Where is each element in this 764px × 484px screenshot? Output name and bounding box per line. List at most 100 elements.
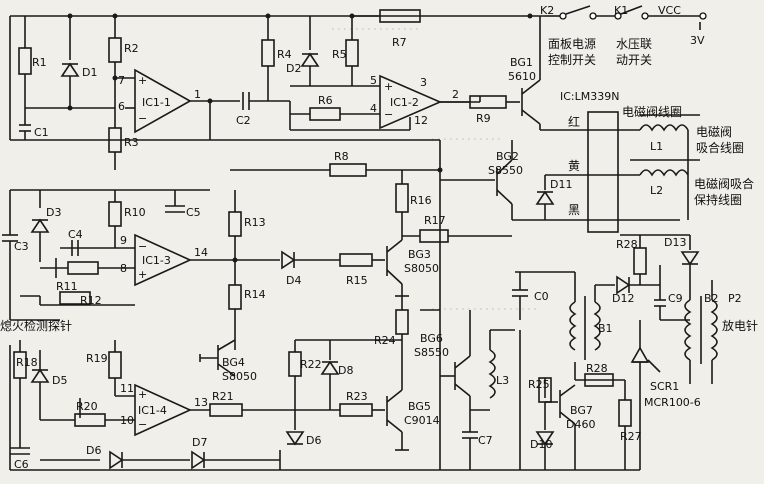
label-bg4-model: S8050: [222, 370, 257, 383]
label-bg5: BG5: [408, 400, 431, 413]
label-d6-right: D6: [306, 434, 321, 447]
ic1-2-plus: +: [384, 80, 393, 93]
label-r2: R2: [124, 42, 139, 55]
label-probe: 熄火检测探针: [0, 318, 72, 333]
label-bg3: BG3: [408, 248, 431, 261]
label-r19: R19: [86, 352, 108, 365]
label-r14: R14: [244, 288, 266, 301]
label-r21: R21: [212, 390, 234, 403]
label-k1: K1: [614, 4, 628, 17]
label-r12: R12: [80, 294, 102, 307]
label-r18: R18: [16, 356, 38, 369]
bottom-rail: [10, 450, 640, 471]
bg2-stage: [230, 140, 600, 470]
label-c5: C5: [186, 206, 201, 219]
label-c9: C9: [668, 292, 683, 305]
pin-13: 13: [194, 396, 208, 409]
label-yellow: 黄: [568, 159, 580, 173]
label-ic1-1: IC1-1: [142, 96, 171, 109]
ic1-4-plus: +: [138, 388, 147, 401]
label-panel-switch-2: 控制开关: [548, 53, 596, 67]
pin-9: 9: [120, 234, 127, 247]
label-r15: R15: [346, 274, 368, 287]
label-ic1-3: IC1-3: [142, 254, 171, 267]
label-c6: C6: [14, 458, 29, 471]
svg-text:．．．．．．．．．．．．．．．．．．: ．．．．．．．．．．．．．．．．．．: [430, 299, 544, 313]
label-b1: B1: [598, 322, 613, 335]
label-solenoid-coil: 电磁阀线圈: [622, 104, 682, 119]
ic1-3-plus: +: [138, 268, 147, 281]
svg-text:．．．．．．．．．．．．: ．．．．．．．．．．．．: [430, 129, 508, 143]
pin-3: 3: [420, 76, 427, 89]
bg5-stage: [285, 296, 409, 451]
label-water-switch-1: 水压联: [616, 37, 652, 51]
label-c0: C0: [534, 290, 549, 303]
ic1-3-minus: −: [138, 240, 147, 253]
label-ic: IC:LM339N: [560, 90, 619, 103]
label-bg1-model: 5610: [508, 70, 536, 83]
ic1-4-stage: [9, 340, 295, 470]
label-r24: R24: [374, 334, 396, 347]
label-bg7-model: D460: [566, 418, 595, 431]
svg-text:．．．．．．．．．．．．．．．: ．．．．．．．．．．．．．．．: [330, 19, 426, 33]
label-l2: L2: [650, 184, 663, 197]
bg4-transistor: [199, 330, 236, 377]
label-k2: K2: [540, 4, 554, 17]
label-r28-bottom: R28: [586, 362, 608, 375]
label-d11: D11: [550, 178, 572, 191]
label-r5: R5: [332, 48, 347, 61]
label-l3: L3: [496, 374, 509, 387]
switch-k1: [614, 5, 707, 30]
pin-7: 7: [118, 74, 125, 87]
label-d6: D6: [86, 444, 101, 457]
scr-trigger: [519, 320, 661, 470]
label-d5: D5: [52, 374, 67, 387]
label-c4: C4: [68, 228, 83, 241]
r2-r3-divider: [108, 16, 135, 170]
label-r3: R3: [124, 136, 139, 149]
switch-k2: [545, 5, 615, 20]
label-hold-coil-1: 电磁阀吸合: [694, 176, 754, 191]
label-p2: P2: [728, 292, 742, 305]
label-bg1: BG1: [510, 56, 533, 69]
pin-11: 11: [120, 382, 134, 395]
labels-layer: K2 K1 VCC 3V 面板电源 控制开关 水压联 动开关 BG1 5610 …: [0, 4, 758, 471]
label-c2: C2: [236, 114, 251, 127]
ic1-3-stage: [2, 189, 242, 330]
label-d13: D13: [664, 236, 686, 249]
label-d4: D4: [286, 274, 301, 287]
label-d8: D8: [338, 364, 353, 377]
label-r16: R16: [410, 194, 432, 207]
label-r10: R10: [124, 206, 146, 219]
label-bg3-model: S8050: [404, 262, 439, 275]
pin-4: 4: [370, 102, 377, 115]
label-d7: D7: [192, 436, 207, 449]
label-pull-coil-1: 电磁阀: [696, 124, 732, 139]
ic1-2-minus: −: [384, 108, 393, 121]
label-ic1-4: IC1-4: [138, 404, 167, 417]
label-bg6-model: S8550: [414, 346, 449, 359]
label-r17: R17: [424, 214, 446, 227]
label-panel-switch-1: 面板电源: [548, 37, 596, 51]
label-ic1-2: IC1-2: [390, 96, 419, 109]
label-red: 红: [568, 114, 580, 129]
label-bg7: BG7: [570, 404, 593, 417]
label-d2: D2: [286, 62, 301, 75]
label-r25: R25: [528, 378, 550, 391]
label-scr-model: MCR100-6: [644, 396, 701, 409]
bg1-driver: [440, 16, 600, 131]
label-spark: 放电针: [722, 318, 758, 333]
label-d1: D1: [82, 66, 97, 79]
label-pull-coil-2: 吸合线圈: [696, 140, 744, 155]
label-r28-top: R28: [616, 238, 638, 251]
ignition-transformer: [512, 234, 718, 384]
pin-10: 10: [120, 414, 134, 427]
label-c3: C3: [14, 240, 29, 253]
pin-8: 8: [120, 262, 127, 275]
label-r27: R27: [620, 430, 642, 443]
label-d3: D3: [46, 206, 61, 219]
label-bg4: BG4: [222, 356, 245, 369]
ic1-1-minus: −: [138, 112, 147, 125]
